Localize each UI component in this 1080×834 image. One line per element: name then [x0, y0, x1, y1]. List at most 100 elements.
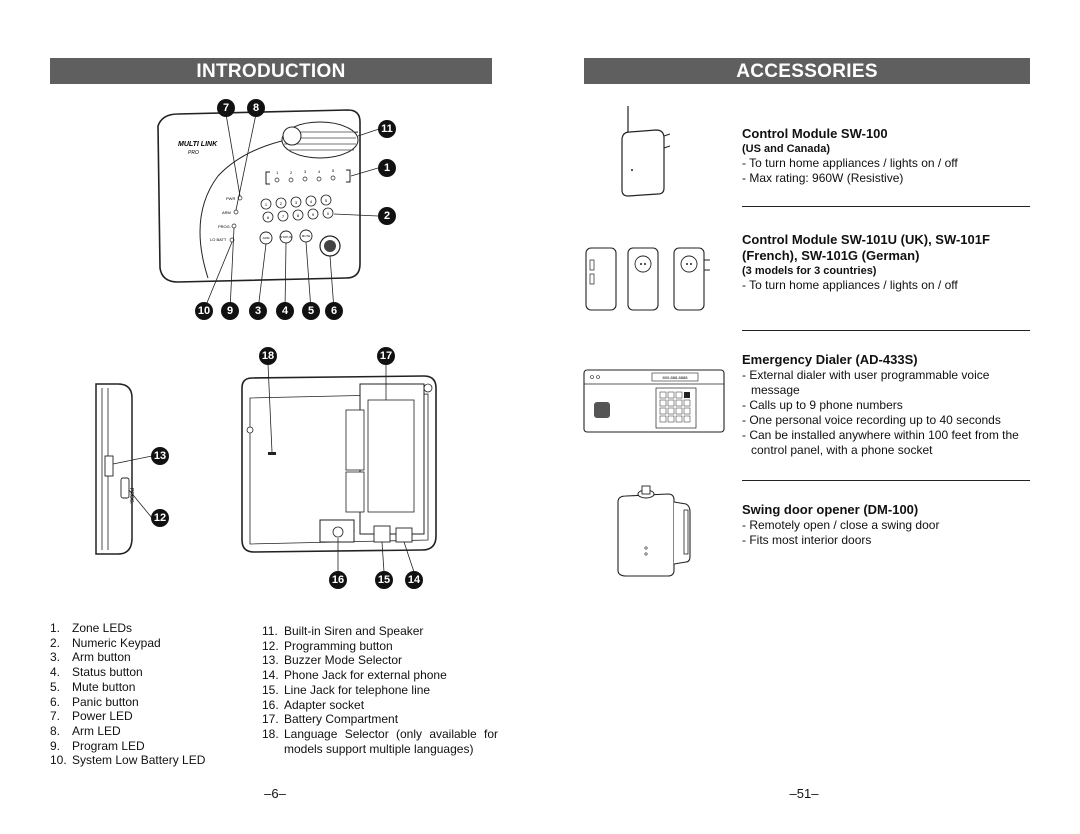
- legend-left: 1.Zone LEDs 2.Numeric Keypad 3.Arm butto…: [50, 621, 250, 768]
- buzzer-mode-selector[interactable]: [104, 455, 114, 477]
- divider: [742, 206, 1030, 207]
- legend-item: 14.Phone Jack for external phone: [262, 668, 447, 683]
- callout-9: 9: [221, 302, 239, 320]
- siren-speaker: [281, 121, 359, 159]
- accessory-bullet: Fits most interior doors: [742, 533, 1034, 548]
- accessory-subtitle: (US and Canada): [742, 143, 831, 155]
- callout-14: 14: [405, 571, 423, 589]
- callout-7: 7: [217, 99, 235, 117]
- legend-item: 11.Built-in Siren and Speaker: [262, 624, 424, 638]
- svg-text:2: 2: [290, 170, 293, 175]
- control-module-sw100-figure: [621, 106, 671, 197]
- svg-text:PWR: PWR: [226, 196, 235, 201]
- accessory-sw101: Control Module SW-101U (UK), SW-101F (Fr…: [742, 232, 1034, 293]
- callout-4: 4: [276, 302, 294, 320]
- svg-text:800-888-8888: 800-888-8888: [663, 375, 689, 380]
- svg-text:10: 10: [198, 305, 210, 317]
- svg-text:1: 1: [384, 162, 390, 174]
- svg-text:3: 3: [304, 169, 307, 174]
- dialer-speaker: [594, 402, 610, 418]
- svg-text:5: 5: [332, 168, 335, 173]
- svg-text:13: 13: [154, 450, 166, 462]
- accessory-bullet: To turn home appliances / lights on / of…: [742, 278, 1034, 293]
- legend-right: 11.Built-in Siren and Speaker 12.Program…: [262, 624, 498, 756]
- accessory-bullet: Can be installed anywhere within 100 fee…: [742, 428, 1034, 458]
- legend-item: 8.Arm LED: [50, 723, 121, 738]
- svg-text:4: 4: [310, 199, 313, 204]
- control-module-sw101-figure: [585, 247, 710, 311]
- svg-text:2: 2: [384, 210, 390, 222]
- svg-text:3: 3: [295, 200, 298, 205]
- introduction-title: INTRODUCTION: [196, 61, 346, 82]
- svg-text:PROG.: PROG.: [128, 488, 134, 504]
- programming-button[interactable]: [120, 477, 130, 499]
- callout-6: 6: [325, 302, 343, 320]
- svg-text:3: 3: [255, 305, 261, 317]
- svg-text:5: 5: [308, 305, 314, 317]
- accessory-title: Control Module SW-101U (UK), SW-101F (Fr…: [742, 232, 990, 263]
- svg-text:9: 9: [227, 305, 233, 317]
- swing-door-opener-figure: [617, 485, 691, 577]
- svg-text:MUTE: MUTE: [302, 234, 311, 238]
- legend-item: 7.Power LED: [50, 709, 133, 724]
- zone-leds: 1 2 3 4 5: [265, 168, 351, 185]
- callout-18: 18: [259, 347, 277, 365]
- legend-item: 1.Zone LEDs: [50, 621, 133, 635]
- line-jack: [373, 525, 391, 543]
- svg-text:PRO: PRO: [188, 150, 199, 156]
- svg-text:12: 12: [154, 512, 166, 524]
- svg-text:14: 14: [408, 574, 421, 586]
- svg-text:6: 6: [267, 215, 270, 220]
- control-panel-side-figure: PROG. 13 12: [95, 383, 169, 555]
- svg-text:16: 16: [332, 574, 344, 586]
- callout-16: 16: [329, 571, 347, 589]
- emergency-dialer-figure: 800-888-8888: [583, 369, 725, 433]
- svg-text:2: 2: [280, 201, 283, 206]
- svg-text:ARM: ARM: [263, 236, 270, 240]
- callout-2: 2: [378, 207, 396, 225]
- page-number-left: –6–: [264, 786, 286, 801]
- svg-text:4: 4: [318, 169, 321, 174]
- accessory-dialer: Emergency Dialer (AD-433S) External dial…: [742, 352, 1034, 458]
- svg-text:8: 8: [297, 213, 300, 218]
- callout-15: 15: [375, 571, 393, 589]
- callout-3: 3: [249, 302, 267, 320]
- svg-text:PROG.: PROG.: [218, 224, 231, 229]
- svg-text:18: 18: [262, 350, 274, 362]
- accessory-bullet: To turn home appliances / lights on / of…: [742, 156, 1034, 171]
- svg-text:0: 0: [327, 211, 330, 216]
- brand-logo: MULTI LINK: [178, 141, 218, 148]
- legend-item: 16.Adapter socket: [262, 697, 365, 712]
- accessory-bullet: Remotely open / close a swing door: [742, 518, 1034, 533]
- accessory-bullet: Calls up to 9 phone numbers: [742, 398, 1034, 413]
- accessory-door-opener: Swing door opener (DM-100) Remotely open…: [742, 502, 1034, 548]
- accessory-sw100: Control Module SW-100 (US and Canada) To…: [742, 126, 1034, 186]
- accessory-bullet: External dialer with user programmable v…: [742, 368, 1034, 398]
- svg-text:7: 7: [223, 102, 229, 114]
- legend-item: 18.Language Selector (only available for…: [262, 726, 498, 756]
- adapter-socket: [332, 526, 344, 538]
- svg-text:8: 8: [253, 102, 259, 114]
- legend-item: 3.Arm button: [50, 650, 131, 665]
- legend-item: 17.Battery Compartment: [262, 712, 399, 727]
- page-number-right: –51–: [789, 786, 819, 801]
- numeric-keypad: 1 2 3 4 5 6 7 8 9 0: [260, 194, 334, 223]
- svg-text:ARM: ARM: [222, 210, 231, 215]
- svg-text:9: 9: [312, 212, 315, 217]
- language-selector[interactable]: [268, 452, 276, 455]
- legend-item: 10.System Low Battery LED: [50, 753, 206, 768]
- divider: [742, 480, 1030, 481]
- accessories-banner: ACCESSORIES: [584, 58, 1030, 84]
- control-panel-front-figure: MULTI LINK PRO 1 2 3 4 5 PWR ARM PROG. L…: [157, 99, 396, 320]
- svg-text:17: 17: [380, 350, 392, 362]
- accessory-bullet: Max rating: 960W (Resistive): [742, 171, 1034, 186]
- svg-text:4: 4: [282, 305, 289, 317]
- accessory-title: Control Module SW-100: [742, 126, 888, 141]
- svg-text:7: 7: [282, 214, 285, 219]
- svg-text:STATUS: STATUS: [280, 235, 291, 239]
- svg-text:LO BATT: LO BATT: [210, 237, 227, 242]
- callout-8: 8: [247, 99, 265, 117]
- svg-text:1: 1: [265, 202, 268, 207]
- legend-item: 6.Panic button: [50, 694, 139, 709]
- svg-text:1: 1: [276, 170, 279, 175]
